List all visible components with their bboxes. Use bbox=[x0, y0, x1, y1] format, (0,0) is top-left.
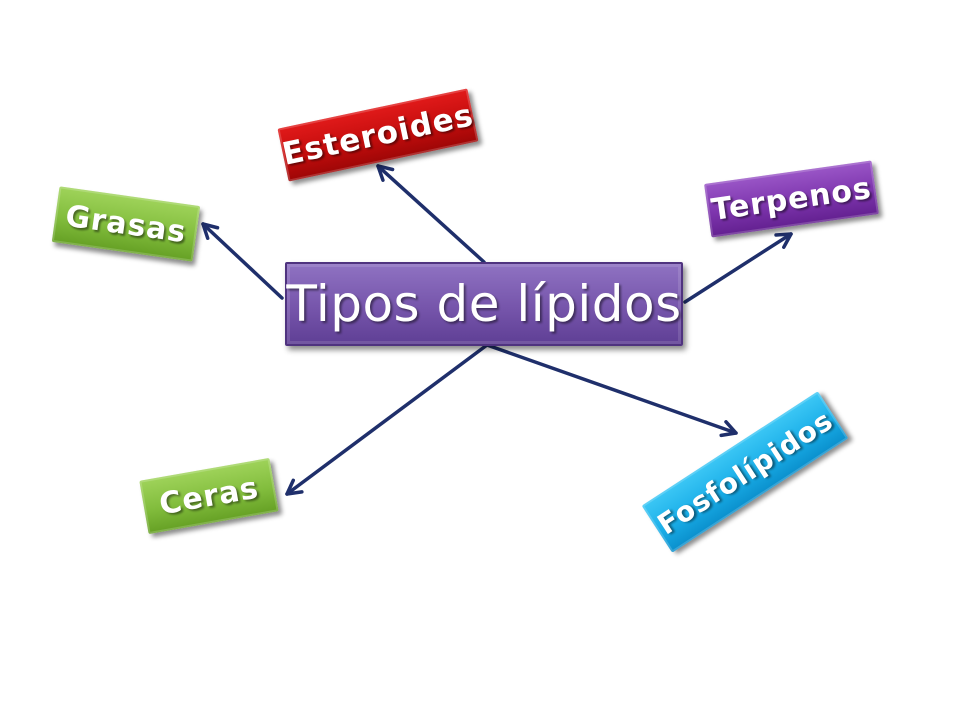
node-grasas-label: Grasas bbox=[63, 198, 189, 250]
center-node-label: Tipos de lípidos bbox=[286, 275, 682, 333]
arrow-line-ceras bbox=[285, 343, 489, 496]
arrow-line-fosfolipidos bbox=[485, 343, 738, 435]
arrow-line-esteroides bbox=[376, 164, 486, 264]
arrow-to-terpenos bbox=[683, 232, 793, 304]
arrow-line-terpenos bbox=[683, 232, 793, 304]
arrowhead-ceras bbox=[285, 478, 304, 496]
arrowhead-esteroides bbox=[376, 164, 395, 182]
arrowhead-terpenos bbox=[774, 232, 793, 249]
arrowhead-fosfolipidos bbox=[719, 420, 738, 438]
arrow-to-ceras bbox=[285, 343, 489, 496]
arrow-line-grasas bbox=[201, 222, 284, 300]
arrow-to-fosfolipidos bbox=[485, 343, 738, 438]
arrowhead-grasas bbox=[201, 222, 220, 240]
arrow-to-grasas bbox=[201, 222, 284, 300]
node-ceras-label: Ceras bbox=[156, 470, 262, 522]
center-node-tipos-de-lipidos: Tipos de lípidos bbox=[285, 262, 683, 346]
arrow-to-esteroides bbox=[376, 164, 486, 264]
